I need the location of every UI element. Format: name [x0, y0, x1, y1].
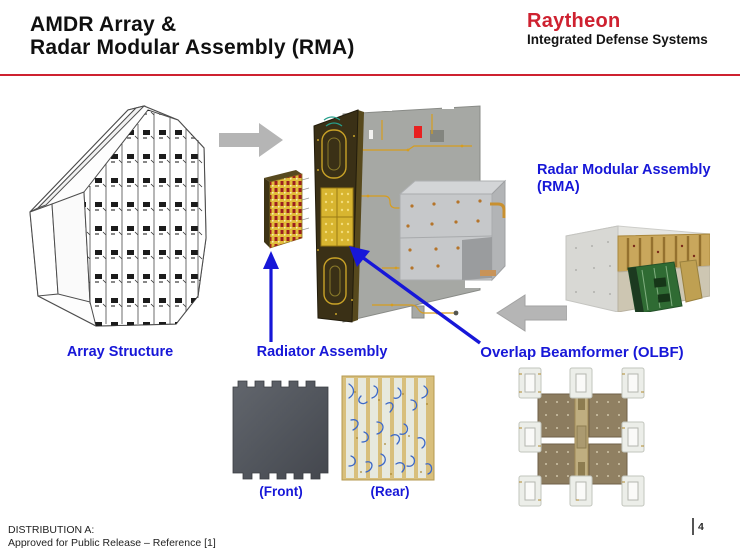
- header-divider: [0, 74, 740, 76]
- rear-panel-cabling: [348, 383, 433, 475]
- cube-fasteners: [406, 199, 482, 270]
- olbf-board: [313, 109, 364, 323]
- page-title-line1: AMDR Array &: [30, 13, 177, 36]
- flow-arrow-left-icon: [496, 294, 567, 332]
- page-title: AMDR Array & Radar Modular Assembly (RMA…: [30, 13, 355, 59]
- rma-photo: [565, 225, 710, 312]
- array-structure-label: Array Structure: [66, 344, 174, 360]
- array-grid-columns: [89, 113, 199, 324]
- olbf-tile-vias: [545, 401, 620, 477]
- page-title-line2: Radar Modular Assembly (RMA): [30, 36, 355, 59]
- array-structure-drawing: [29, 105, 207, 327]
- radiator-assembly-drawing: [264, 170, 310, 249]
- radiator-assembly-label: Radiator Assembly: [256, 344, 388, 360]
- distribution-line2: Approved for Public Release – Reference …: [8, 536, 216, 549]
- distribution-statement: DISTRIBUTION A: Approved for Public Rele…: [8, 524, 216, 549]
- radiator-front-photo: [232, 380, 329, 480]
- olbf-yellow-arrays: [320, 187, 354, 247]
- front-label: (Front): [259, 484, 303, 499]
- rear-label: (Rear): [370, 484, 410, 499]
- rma-label: Radar Modular Assembly (RMA): [537, 162, 727, 196]
- flow-arrow-right-icon: [219, 123, 283, 157]
- logo-division: Integrated Defense Systems: [527, 32, 708, 47]
- radiator-rear-photo: [341, 375, 435, 481]
- olbf-connectors: [518, 367, 645, 507]
- pointer-arrow-radiator-icon: [263, 251, 279, 342]
- rma-label-line1: Radar Modular Assembly: [537, 162, 711, 178]
- page-number-divider: [692, 518, 694, 535]
- rma-label-line2: (RMA): [537, 179, 580, 195]
- logo-wordmark: Raytheon: [527, 10, 621, 32]
- page-number: 4: [698, 521, 704, 533]
- distribution-line1: DISTRIBUTION A:: [8, 524, 95, 536]
- rma-cube: [398, 179, 507, 282]
- overlap-beamformer-label: Overlap Beamformer (OLBF): [480, 344, 684, 361]
- olbf-photo: [518, 367, 645, 507]
- company-logo: Raytheon Integrated Defense Systems: [527, 11, 708, 48]
- pointer-arrow-olbf-icon: [349, 246, 482, 345]
